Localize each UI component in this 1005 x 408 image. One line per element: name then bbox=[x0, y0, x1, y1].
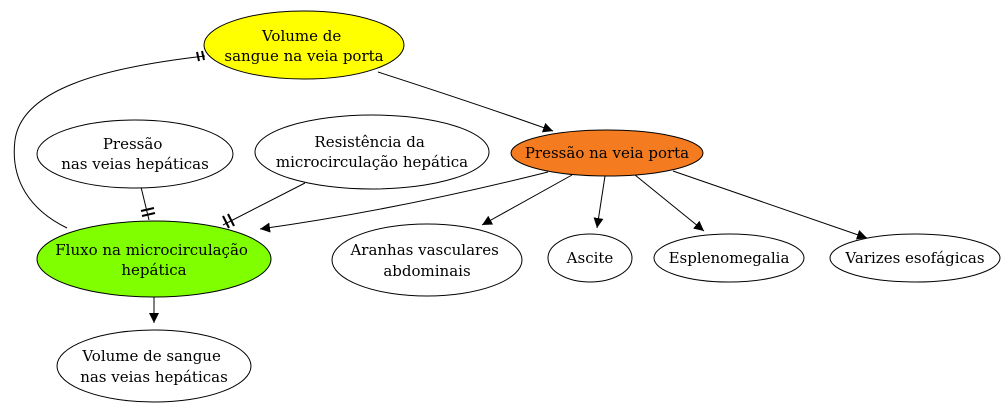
node-fluxo-microcirculacao: Fluxo na microcirculação hepática bbox=[36, 220, 272, 298]
edge-pressao-veia-porta-to-varizes bbox=[672, 170, 868, 240]
node-label-varizes-esofagicas: Varizes esofágicas bbox=[844, 249, 984, 267]
node-label-volume-veias-hepaticas: Volume de sangue nas veias hepáticas bbox=[80, 347, 228, 386]
tee-marker-resistencia bbox=[222, 213, 235, 229]
node-shape-esplenomegalia bbox=[653, 233, 805, 283]
node-label-volume-veia-porta: Volume de sangue na veia porta bbox=[224, 27, 383, 65]
label-line: Esplenomegalia bbox=[669, 249, 790, 267]
node-shape-volume-veia-porta bbox=[203, 10, 405, 80]
node-pressao-veia-porta: Pressão na veia porta bbox=[510, 129, 704, 177]
label-line: Varizes esofágicas bbox=[844, 249, 984, 267]
label-line: Fluxo na microcirculação bbox=[55, 241, 248, 259]
node-label-resistencia-microcirculacao: Resistência da microcirculação hepática bbox=[276, 133, 468, 171]
node-shape-resistencia-microcirculacao bbox=[254, 114, 490, 190]
node-label-fluxo-microcirculacao: Fluxo na microcirculação hepática bbox=[55, 241, 252, 279]
node-shape-pressao-veias-hepaticas bbox=[36, 119, 234, 189]
label-line: Resistência da bbox=[314, 133, 424, 151]
node-shape-fluxo-microcirculacao bbox=[36, 220, 272, 298]
label-line: sangue na veia porta bbox=[224, 47, 383, 65]
edge-pressao-veia-porta-to-esplenomegalia bbox=[634, 174, 705, 232]
node-resistencia-microcirculacao: Resistência da microcirculação hepática bbox=[254, 114, 490, 190]
node-volume-veias-hepaticas: Volume de sangue nas veias hepáticas bbox=[56, 329, 252, 403]
label-line: Pressão bbox=[103, 135, 163, 153]
edge-pressao-veia-porta-to-fluxo bbox=[259, 171, 549, 233]
label-line: Ascite bbox=[566, 249, 614, 267]
label-line: nas veias hepáticas bbox=[61, 155, 209, 173]
node-esplenomegalia: Esplenomegalia bbox=[653, 233, 805, 283]
tee-marker-pressao-veias-hepaticas bbox=[140, 207, 156, 217]
node-label-aranhas-vasculares: Aranhas vasculares abdominais bbox=[349, 241, 503, 280]
node-pressao-veias-hepaticas: Pressão nas veias hepáticas bbox=[36, 119, 234, 189]
label-line: microcirculação hepática bbox=[276, 153, 468, 171]
edge-pressao-veia-porta-to-aranhas bbox=[481, 174, 573, 226]
node-shape-volume-veias-hepaticas bbox=[56, 329, 252, 403]
node-label-pressao-veia-porta: Pressão na veia porta bbox=[525, 144, 689, 162]
node-label-ascite: Ascite bbox=[566, 249, 614, 267]
label-line: hepática bbox=[121, 261, 186, 279]
node-label-pressao-veias-hepaticas: Pressão nas veias hepáticas bbox=[61, 135, 209, 173]
node-shape-varizes-esofagicas bbox=[829, 233, 1001, 283]
node-aranhas-vasculares: Aranhas vasculares abdominais bbox=[331, 223, 523, 297]
node-shape-aranhas-vasculares bbox=[331, 223, 523, 297]
node-volume-veia-porta: Volume de sangue na veia porta bbox=[203, 10, 405, 80]
node-label-esplenomegalia: Esplenomegalia bbox=[669, 249, 790, 267]
label-line: nas veias hepáticas bbox=[80, 368, 228, 386]
edges bbox=[13, 50, 868, 323]
edge-volume-veia-porta-to-pressao-veia-porta bbox=[377, 71, 554, 133]
label-line: Aranhas vasculares bbox=[349, 241, 498, 259]
edge-fluxo-to-volume-veia-porta bbox=[13, 55, 206, 229]
node-varizes-esofagicas: Varizes esofágicas bbox=[829, 233, 1001, 283]
label-line: Volume de sangue bbox=[81, 347, 221, 365]
node-ascite: Ascite bbox=[547, 233, 633, 283]
node-shape-ascite bbox=[547, 233, 633, 283]
label-line: abdominais bbox=[383, 262, 470, 280]
node-shape-pressao-veia-porta bbox=[510, 129, 704, 177]
label-line: Volume de bbox=[261, 27, 341, 45]
edge-pressao-veia-porta-to-ascite bbox=[593, 175, 606, 229]
edge-resistencia-to-fluxo bbox=[222, 182, 306, 226]
tee-marker-volume-veia-porta bbox=[196, 50, 205, 62]
label-line: Pressão na veia porta bbox=[525, 144, 689, 162]
